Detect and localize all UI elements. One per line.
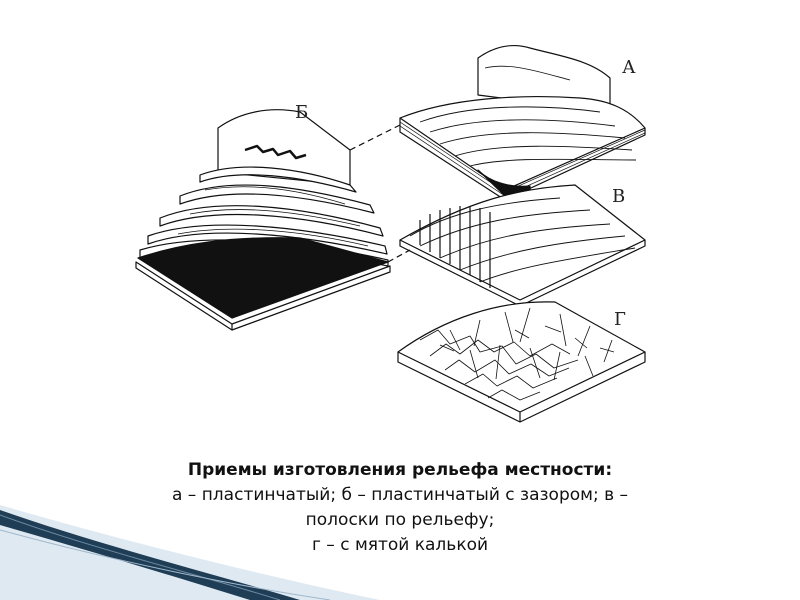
connector-b-a <box>349 124 401 151</box>
wave-light-band <box>0 505 380 600</box>
model-v-strips <box>399 184 646 307</box>
model-g-crumpled-paper <box>397 301 646 423</box>
caption-line-2: полоски по рельефу; <box>305 510 495 530</box>
relief-techniques-illustration: Б А В Г <box>135 45 646 423</box>
connector-b-v <box>387 249 411 263</box>
model-b-plates-with-gap <box>135 109 391 331</box>
wave-stroke-2 <box>0 529 331 600</box>
label-b: Б <box>295 102 308 123</box>
caption-line-1: а – пластинчатый; б – пластинчатый с заз… <box>171 485 629 505</box>
model-a-layered-plates <box>399 45 646 201</box>
label-v: В <box>612 186 625 207</box>
wave-stroke-1 <box>0 514 281 600</box>
caption-line-3: г – с мятой калькой <box>311 535 489 555</box>
label-a: А <box>622 57 636 78</box>
caption-title: Приемы изготовления рельефа местности: <box>187 460 613 480</box>
figure-caption: Приемы изготовления рельефа местности: а… <box>100 458 700 558</box>
label-g: Г <box>614 309 626 330</box>
